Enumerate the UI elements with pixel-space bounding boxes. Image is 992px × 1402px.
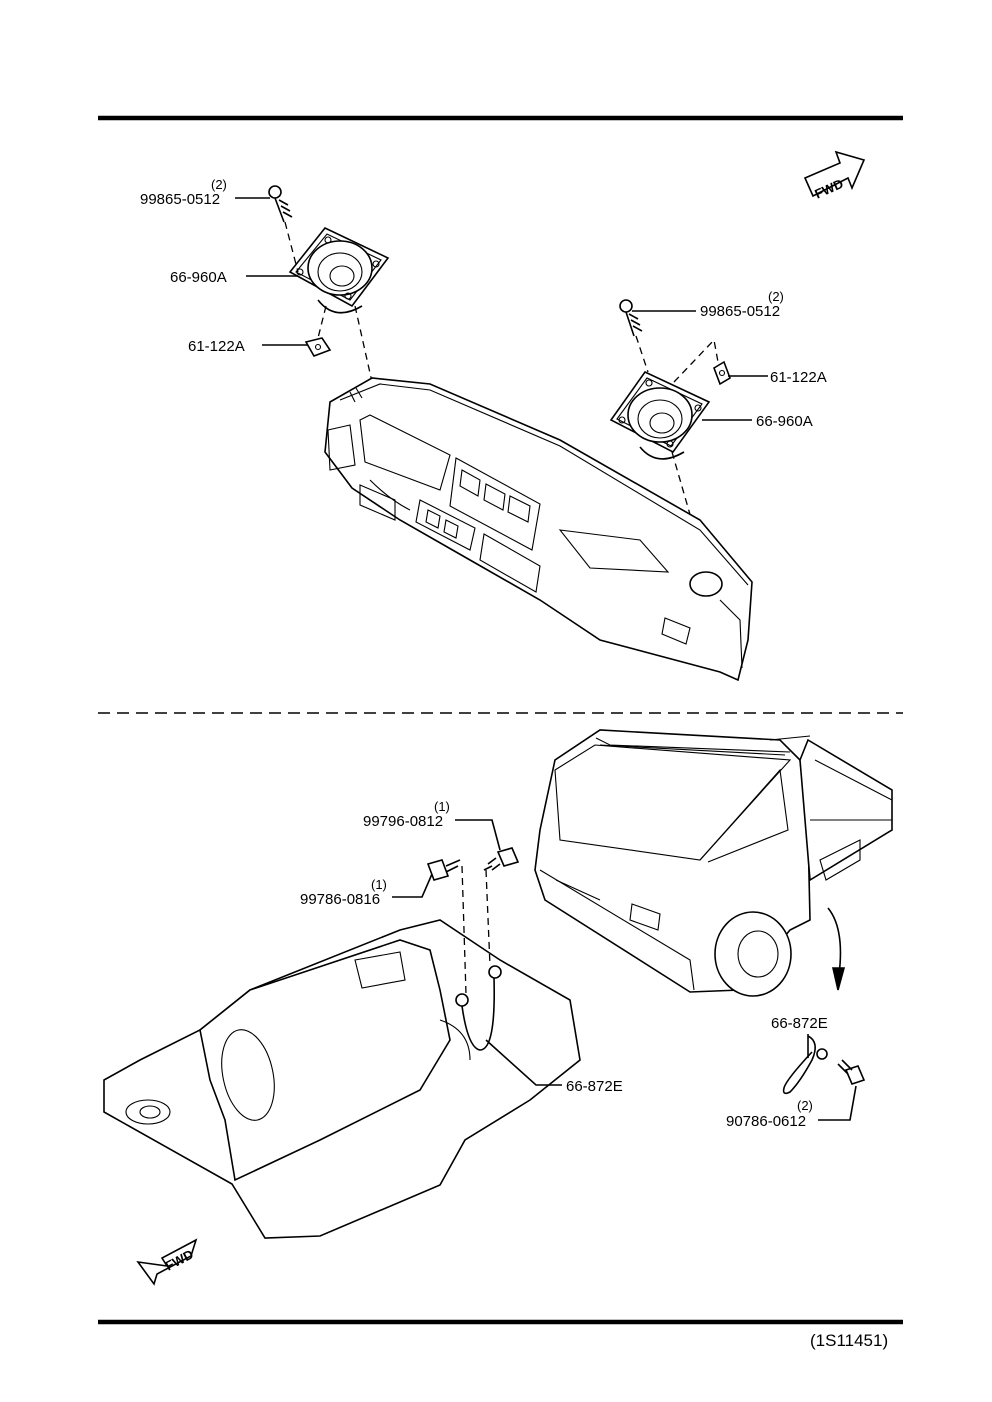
callout-bolt-b: 99786-0816 bbox=[300, 891, 380, 908]
guide-bolts bbox=[461, 865, 491, 995]
ground-strap-icon bbox=[455, 965, 502, 1051]
callout-qty-screw-left: (2) bbox=[211, 177, 227, 192]
callout-detail-strap: 66-872E bbox=[771, 1015, 828, 1032]
screw-right-icon bbox=[619, 299, 643, 337]
callout-qty-screw-right: (2) bbox=[768, 289, 784, 304]
callout-qty-bolt-b: (1) bbox=[371, 877, 387, 892]
callout-detail-bolt: 90786-0612 bbox=[726, 1113, 806, 1130]
callout-qty-detail-bolt: (2) bbox=[797, 1098, 813, 1113]
callout-speaker-right: 66-960A bbox=[756, 413, 813, 430]
bolt-a-icon bbox=[483, 847, 520, 871]
callout-bolt-a: 99796-0812 bbox=[363, 813, 443, 830]
callout-nut-left: 61-122A bbox=[188, 338, 245, 355]
floor-panel-illustration bbox=[103, 919, 581, 1239]
fwd-arrow-top-icon: FWD bbox=[803, 150, 866, 202]
speaker-right-icon bbox=[609, 370, 711, 460]
nut-right-icon bbox=[713, 360, 731, 386]
speaker-left-icon bbox=[288, 227, 390, 314]
dashboard-panel bbox=[324, 377, 753, 682]
callout-nut-right: 61-122A bbox=[770, 369, 827, 386]
screw-left-icon bbox=[268, 185, 293, 223]
detail-bolt-icon bbox=[837, 1059, 866, 1085]
callout-screw-left: 99865-0512 bbox=[140, 191, 220, 208]
callout-ground-strap: 66-872E bbox=[566, 1078, 623, 1095]
callout-screw-right: 99865-0512 bbox=[700, 303, 780, 320]
nut-left-icon bbox=[304, 337, 332, 357]
detail-strap-icon bbox=[782, 1035, 828, 1095]
truck-illustration bbox=[534, 729, 893, 997]
guide-left bbox=[284, 221, 373, 383]
callout-speaker-left: 66-960A bbox=[170, 269, 227, 286]
diagram-code: (1S11451) bbox=[810, 1331, 888, 1350]
bolt-b-icon bbox=[426, 859, 461, 881]
fwd-arrow-bottom-icon: FWD bbox=[136, 1238, 198, 1286]
fwd-label-bottom: FWD bbox=[163, 1246, 196, 1273]
callout-qty-bolt-a: (1) bbox=[434, 799, 450, 814]
